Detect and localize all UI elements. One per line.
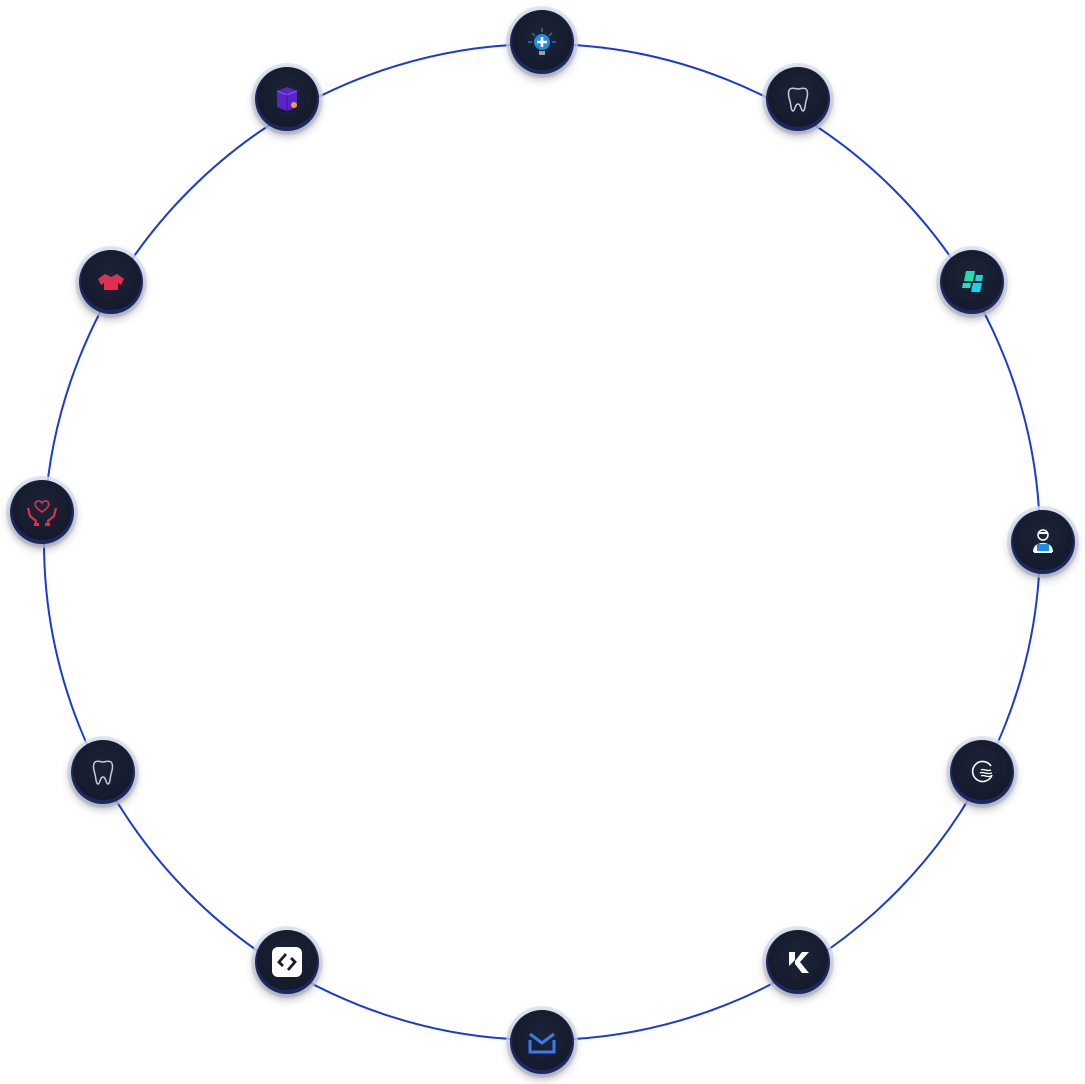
lightbulb-plus-icon [528,28,556,55]
tooth-icon [787,87,809,112]
node-lightbulb[interactable] [510,10,574,74]
node-cube[interactable] [255,67,319,131]
arrows-square-icon [272,947,302,977]
node-tooth-2[interactable] [71,740,135,804]
node-wave[interactable] [950,740,1014,804]
node-mail[interactable] [510,1010,574,1074]
mail-tray-icon [528,1032,556,1054]
red-shirt-icon [98,274,124,290]
person-laptop-icon [1033,529,1053,553]
node-hands-heart[interactable] [10,480,74,544]
teal-blocks-icon [962,271,983,292]
purple-cube-icon [276,87,298,111]
node-arrows[interactable] [255,930,319,994]
hands-heart-icon [26,500,58,526]
node-person-laptop[interactable] [1011,510,1075,574]
tooth-icon [92,760,114,785]
wave-circle-icon [971,760,993,783]
node-blocks[interactable] [940,250,1004,314]
k-logo-icon [789,952,809,973]
node-k-logo[interactable] [766,930,830,994]
node-tooth[interactable] [766,67,830,131]
node-shirt[interactable] [79,250,143,314]
